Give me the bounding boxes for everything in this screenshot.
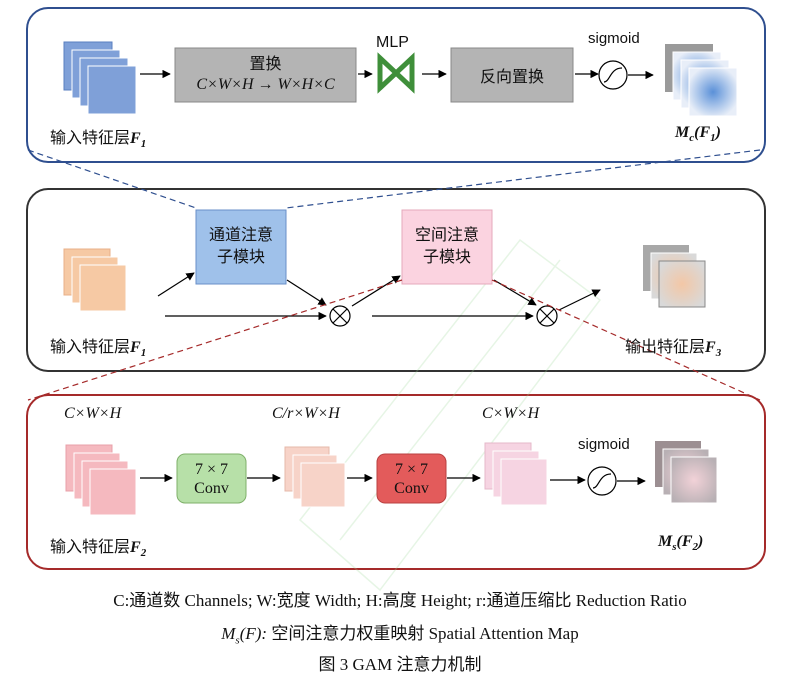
permute-title: 置换 [249,56,282,73]
channel-attention-panel [26,7,766,163]
dashed-link-bottom-left [27,279,403,401]
sigmoid-icon-top [598,60,628,90]
legend-line: C:通道数 Channels; W:宽度 Width; H:高度 Height;… [113,591,687,610]
sigmoid-icon-bottom [587,466,617,496]
dashed-link-top-left [27,149,197,209]
reduced-feature-stack [284,446,346,508]
sigmoid-label-bottom: sigmoid [578,436,630,453]
spatial-attention-module-box [401,209,493,285]
figure-caption: 图 3 GAM 注意力机制 [318,655,482,674]
conv2-label: 7 × 7 Conv [394,460,429,497]
dashed-link-top-right [285,149,761,209]
spatial-attention-map-stack [655,441,718,504]
input-feature-stack-middle [63,248,127,312]
watermark [298,238,602,592]
permute-label: 置换 C×W×H → W×H×C [175,50,356,100]
input-feature-stack-bottom [65,444,137,516]
permute-formula: C×W×H → W×H×C [196,76,335,93]
reverse-permute-box [450,47,574,103]
conv1-box [176,453,247,504]
mlp-label: MLP [376,34,409,51]
dashed-link-bottom-right [491,279,761,401]
arrow-channel-module-to-mult1 [286,279,327,306]
multiply-icon-1 [329,305,351,327]
reverse-permute-label: 反向置换 [479,69,544,86]
arrow-mult2-to-output [558,289,601,311]
output-feature-label-middle: 输出特征层F3 [625,339,722,360]
dim-label-expanded: C×W×H [482,405,540,422]
expanded-feature-stack [484,442,548,506]
multiply-icon-2 [536,305,558,327]
channel-attention-map-stack [665,44,738,117]
conv2-box [376,453,447,504]
spatial-module-label: 空间注意 子模块 [414,227,479,266]
sigmoid-label-top: sigmoid [588,30,640,47]
dim-label-input: C×W×H [64,405,122,422]
output-feature-stack-middle [643,245,706,308]
arrow-spatial-module-to-mult2 [493,279,537,306]
input-feature-label-bottom: 输入特征层F2 [50,539,147,560]
dim-label-reduced: C/r×W×H [272,405,340,422]
mlp-icon [377,52,415,94]
conv1-label: 7 × 7 Conv [194,460,229,497]
input-feature-label-middle: 输入特征层F1 [50,339,147,360]
input-feature-stack-top [63,41,137,115]
input-feature-label-top: 输入特征层F1 [50,130,147,151]
channel-attention-module-box [195,209,287,285]
channel-module-label: 通道注意 子模块 [208,227,273,266]
channel-attention-output-label: Mc(F1) [675,124,721,145]
arrow-mult1-to-spatial-module [351,275,401,307]
spatial-attention-output-label: Ms(F2) [658,533,704,554]
permute-box [174,47,357,103]
arrow-input-to-channel-module [157,272,195,297]
spatial-map-definition: Ms(F): 空间注意力权重映射 Spatial Attention Map [221,624,579,647]
